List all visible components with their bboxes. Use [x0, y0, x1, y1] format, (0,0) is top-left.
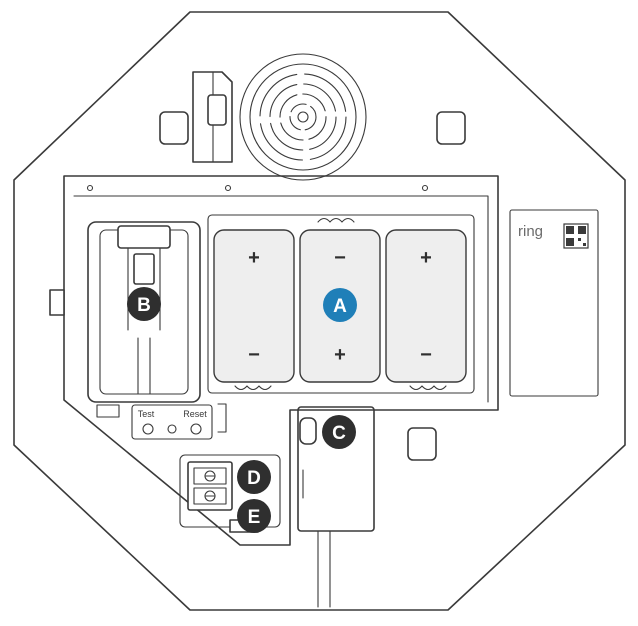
battery-spring-bottom — [234, 385, 272, 391]
battery-terminal-symbol: − — [334, 247, 346, 269]
callout-e-label: E — [248, 507, 261, 528]
small-tab — [96, 404, 120, 418]
callout-a-label: A — [333, 296, 347, 317]
battery-spring-bottom — [409, 385, 447, 391]
side-slot — [217, 403, 227, 433]
middle-indicator — [167, 424, 177, 434]
panel-screw-hole — [421, 184, 429, 192]
callout-a: A — [323, 288, 357, 322]
battery: + − — [385, 229, 467, 383]
mount-tab-right — [436, 111, 466, 145]
battery-terminal-symbol: − — [420, 344, 432, 366]
battery-bay — [207, 214, 475, 394]
qr-code-icon — [563, 223, 589, 249]
test-label: Test — [138, 409, 155, 419]
panel-screw-hole — [224, 184, 232, 192]
left-clip — [49, 289, 65, 316]
battery-terminal-symbol: − — [248, 344, 260, 366]
battery-terminal-symbol: + — [420, 247, 432, 269]
button-strip: Test Reset — [131, 404, 213, 440]
battery-terminal-symbol: + — [248, 247, 260, 269]
wire-compartment — [297, 406, 375, 608]
battery: + − — [213, 229, 295, 383]
housing-outline — [13, 11, 626, 611]
panel-inner-edge — [73, 195, 489, 403]
callout-e: E — [237, 499, 271, 533]
brand-logo-text: ring — [518, 223, 543, 240]
panel-screw-hole — [86, 184, 94, 192]
callout-d: D — [237, 460, 271, 494]
callout-c: C — [322, 415, 356, 449]
callout-b-label: B — [137, 295, 151, 316]
terminal-block-area — [179, 454, 281, 533]
callout-b: B — [127, 287, 161, 321]
callout-d-label: D — [247, 468, 261, 489]
battery-spring-top — [317, 217, 355, 223]
callout-c-label: C — [332, 423, 346, 444]
battery-terminal-symbol: + — [334, 344, 346, 366]
speaker-grille — [239, 53, 367, 181]
tamper-latch — [192, 71, 233, 163]
mount-tab-left — [159, 111, 189, 145]
reset-button[interactable] — [190, 423, 202, 435]
mount-tab-lower — [407, 427, 437, 461]
reset-label: Reset — [183, 409, 207, 419]
label-card: ring — [509, 209, 599, 397]
main-panel — [63, 175, 499, 546]
test-button[interactable] — [142, 423, 154, 435]
